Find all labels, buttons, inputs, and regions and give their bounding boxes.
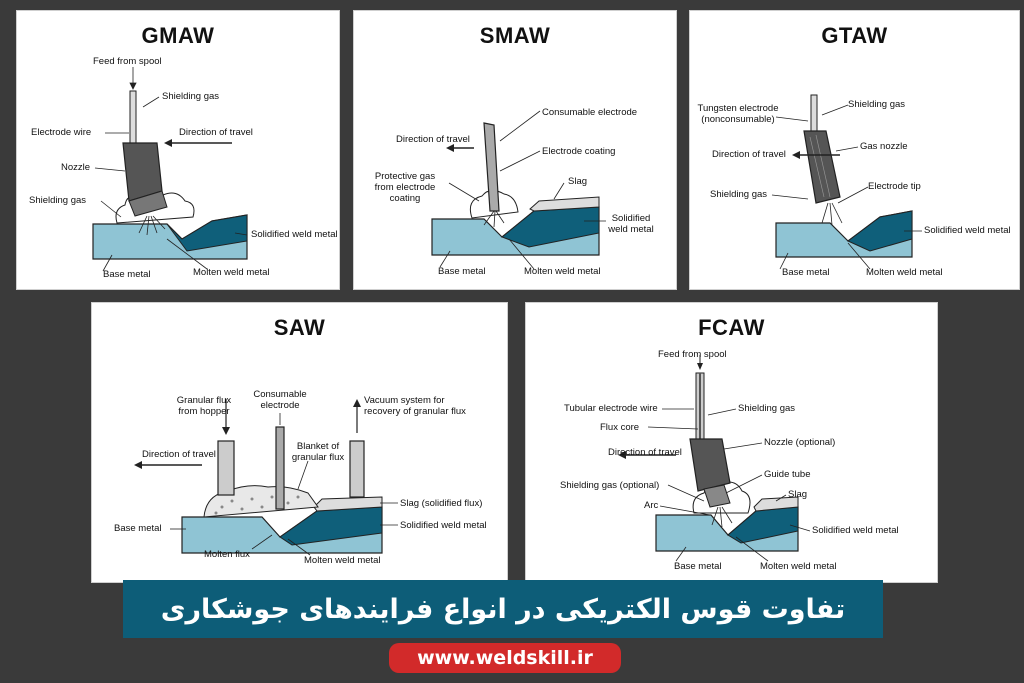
saw-title: SAW (273, 315, 326, 340)
gtaw-solidified-label: Solidified weld metal (924, 225, 1011, 236)
saw-flux-label-1: Granular flux (176, 395, 232, 406)
smaw-molten-label: Molten weld metal (524, 266, 601, 277)
fcaw-arc-label: Arc (644, 500, 659, 511)
saw-panel: SAW Granular flux from hopper Consumable… (91, 302, 508, 583)
fcaw-flux-core-label: Flux core (600, 422, 640, 433)
saw-solidified-label: Solidified weld metal (400, 520, 487, 531)
smaw-electrode (483, 122, 500, 212)
saw-vacuum-label-1: Vacuum system for (364, 395, 445, 406)
gmaw-feed-label: Feed from spool (93, 56, 162, 67)
smaw-diagram (431, 110, 606, 270)
saw-flux-hopper-tube (217, 440, 235, 496)
saw-slag (313, 496, 383, 512)
fcaw-guide-tube-label: Guide tube (764, 469, 811, 480)
title-banner: تفاوت قوس الکتریکی در انواع فرایندهای جو… (123, 580, 883, 638)
smaw-slag-label: Slag (568, 176, 588, 187)
smaw-protective-label-3: coating (389, 193, 421, 204)
gtaw-solidified-weld (847, 210, 913, 252)
fcaw-slag (753, 496, 799, 512)
saw-solidified-weld (279, 506, 383, 546)
saw-diagram (134, 399, 398, 556)
fcaw-title: FCAW (698, 315, 765, 340)
fcaw-solidified-weld (727, 506, 799, 544)
saw-molten-flux-label: Molten flux (204, 549, 250, 560)
gtaw-tungsten-label-2: (nonconsumable) (701, 114, 775, 125)
gmaw-solidified-weld (166, 214, 248, 252)
gmaw-title: GMAW (141, 23, 215, 48)
fcaw-tubular-label: Tubular electrode wire (564, 403, 658, 414)
gtaw-panel: GTAW Tungsten electrode (nonconsumable) … (689, 10, 1020, 290)
gtaw-shielding-gas-top-label: Shielding gas (848, 99, 906, 110)
smaw-solidified-label-1: Solidified (611, 213, 651, 224)
gtaw-gas-nozzle (803, 130, 841, 204)
gtaw-diagram (771, 94, 922, 270)
gmaw-direction-label: Direction of travel (179, 127, 253, 138)
gmaw-shielding-gas-top-label: Shielding gas (162, 91, 220, 102)
saw-blanket-label-2: granular flux (291, 452, 345, 463)
fcaw-shielding-gas-optional-label: Shielding gas (optional) (560, 480, 660, 491)
smaw-consumable-label: Consumable electrode (542, 107, 638, 118)
fcaw-molten-label: Molten weld metal (760, 561, 837, 572)
saw-electrode (275, 426, 285, 510)
saw-vacuum-tube (349, 440, 365, 498)
gtaw-direction-label: Direction of travel (712, 149, 786, 160)
fcaw-nozzle (689, 438, 731, 492)
gmaw-electrode-wire-label: Electrode wire (31, 127, 92, 138)
fcaw-diagram (618, 355, 811, 562)
smaw-solidified-label-2: weld metal (608, 224, 654, 235)
smaw-slag (529, 196, 600, 212)
website-link[interactable]: www.weldskill.ir (389, 643, 621, 673)
saw-base-metal-label: Base metal (114, 523, 162, 534)
gtaw-title: GTAW (821, 23, 888, 48)
saw-consumable-label-2: electrode (260, 400, 300, 411)
gmaw-solidified-label: Solidified weld metal (251, 229, 338, 240)
gtaw-tungsten-electrode (810, 94, 818, 132)
smaw-protective-label-2: from electrode (374, 182, 436, 193)
gmaw-base-metal-label: Base metal (103, 269, 151, 280)
smaw-protective-label-1: Protective gas (374, 171, 436, 182)
fcaw-guide-tube (703, 484, 731, 508)
smaw-solidified-weld (501, 206, 600, 248)
saw-direction-label: Direction of travel (142, 449, 216, 460)
saw-molten-label: Molten weld metal (304, 555, 381, 566)
saw-blanket-label-1: Blanket of (296, 441, 340, 452)
gmaw-panel: GMAW Feed from spool Shielding gas Elect… (16, 10, 340, 290)
fcaw-feed-label: Feed from spool (658, 349, 727, 360)
fcaw-nozzle-label: Nozzle (optional) (764, 437, 836, 448)
saw-flux-label-2: from hopper (178, 406, 230, 417)
gtaw-molten-label: Molten weld metal (866, 267, 943, 278)
gtaw-base-metal-label: Base metal (782, 267, 830, 278)
smaw-panel: SMAW Consumable electrode Direction of t… (353, 10, 677, 290)
smaw-coating-label: Electrode coating (542, 146, 616, 157)
gmaw-shielding-gas-left-label: Shielding gas (29, 195, 87, 206)
fcaw-slag-label: Slag (788, 489, 808, 500)
saw-vacuum-label-2: recovery of granular flux (364, 406, 466, 417)
gmaw-electrode-wire (129, 90, 137, 144)
fcaw-shielding-gas-top-label: Shielding gas (738, 403, 796, 414)
gmaw-diagram (92, 67, 248, 272)
gtaw-shielding-gas-left-label: Shielding gas (710, 189, 768, 200)
saw-slag-label: Slag (solidified flux) (400, 498, 483, 509)
fcaw-solidified-label: Solidified weld metal (812, 525, 899, 536)
gmaw-molten-label: Molten weld metal (193, 267, 270, 278)
gtaw-electrode-tip-label: Electrode tip (868, 181, 921, 192)
smaw-base-metal-label: Base metal (438, 266, 486, 277)
smaw-direction-label: Direction of travel (396, 134, 470, 145)
fcaw-base-metal-label: Base metal (674, 561, 722, 572)
gtaw-tungsten-label-1: Tungsten electrode (697, 103, 779, 114)
gmaw-nozzle-label: Nozzle (61, 162, 91, 173)
smaw-title: SMAW (479, 23, 551, 48)
saw-consumable-label-1: Consumable (253, 389, 307, 400)
gmaw-arc (138, 215, 166, 236)
fcaw-direction-label: Direction of travel (608, 447, 682, 458)
gtaw-gas-nozzle-label: Gas nozzle (860, 141, 908, 152)
fcaw-panel: FCAW Feed from spool Tubular electrode w… (525, 302, 938, 583)
